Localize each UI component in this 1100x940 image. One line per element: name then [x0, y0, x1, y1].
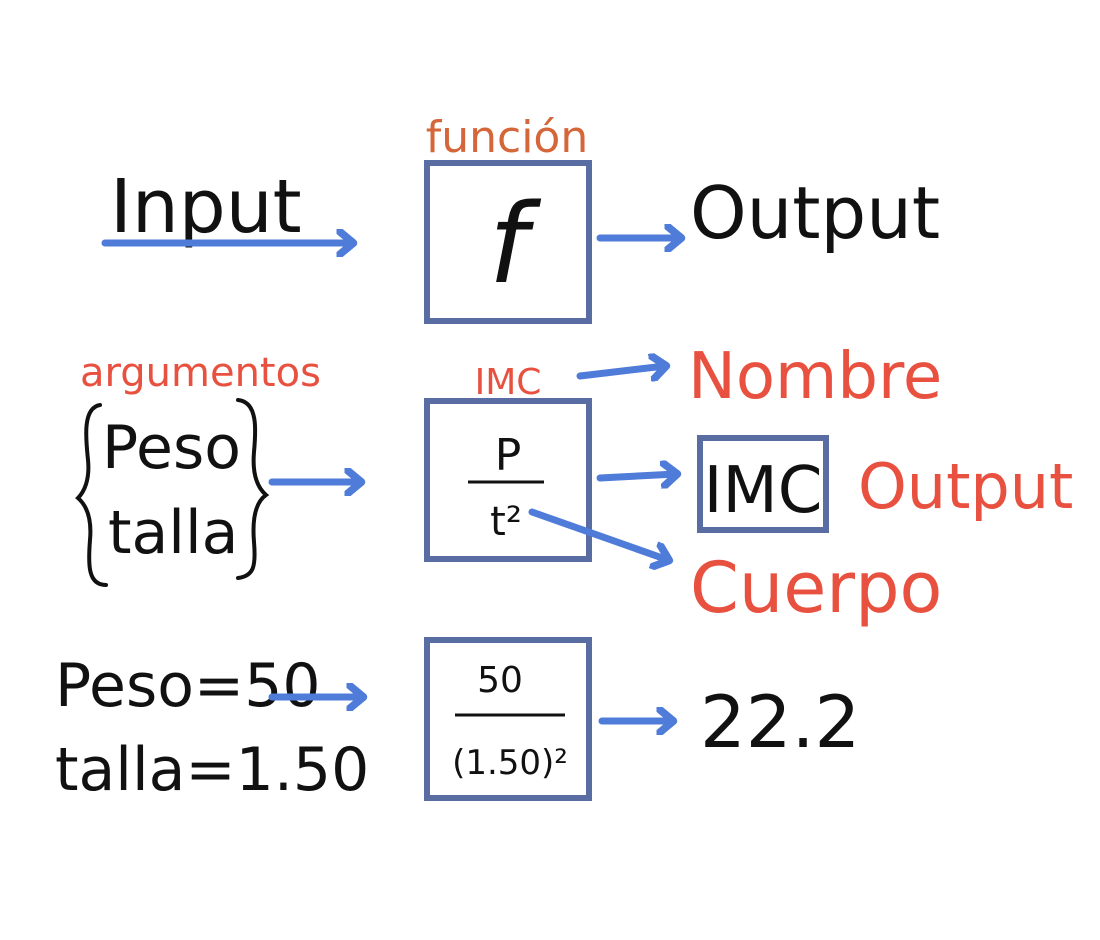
peso-value: Peso=50 — [55, 651, 321, 721]
nombre-label: Nombre — [688, 340, 942, 414]
imc-output-label: IMC — [704, 454, 823, 528]
imc-numerator: P — [495, 430, 522, 481]
function-symbol: f — [489, 180, 542, 308]
cuerpo-label: Cuerpo — [690, 547, 942, 629]
imc-box-title: IMC — [475, 362, 542, 403]
arguments-title: argumentos — [80, 350, 321, 396]
imc-denominator: t² — [490, 499, 522, 545]
function-box — [424, 160, 592, 324]
calc-function-box — [424, 637, 592, 801]
arrow-imc-to-cuerpo — [528, 508, 668, 560]
output-label: Output — [690, 171, 940, 255]
arrow-imc-to-nombre — [576, 366, 665, 376]
imc-output-box — [697, 435, 829, 533]
argument-talla: talla — [108, 498, 238, 568]
function-box-title: función — [426, 112, 589, 163]
result-value: 22.2 — [700, 680, 860, 764]
left-brace — [75, 403, 108, 587]
imc-function-box — [424, 398, 592, 562]
input-label: Input — [110, 164, 302, 250]
argument-peso: Peso — [102, 413, 241, 483]
arrow-imc-to-output — [596, 474, 676, 478]
right-brace — [236, 398, 270, 580]
talla-value: talla=1.50 — [55, 735, 369, 805]
calc-numerator: 50 — [477, 660, 523, 701]
imc-output-note: Output — [858, 450, 1073, 523]
calc-denominator: (1.50)² — [452, 743, 568, 783]
